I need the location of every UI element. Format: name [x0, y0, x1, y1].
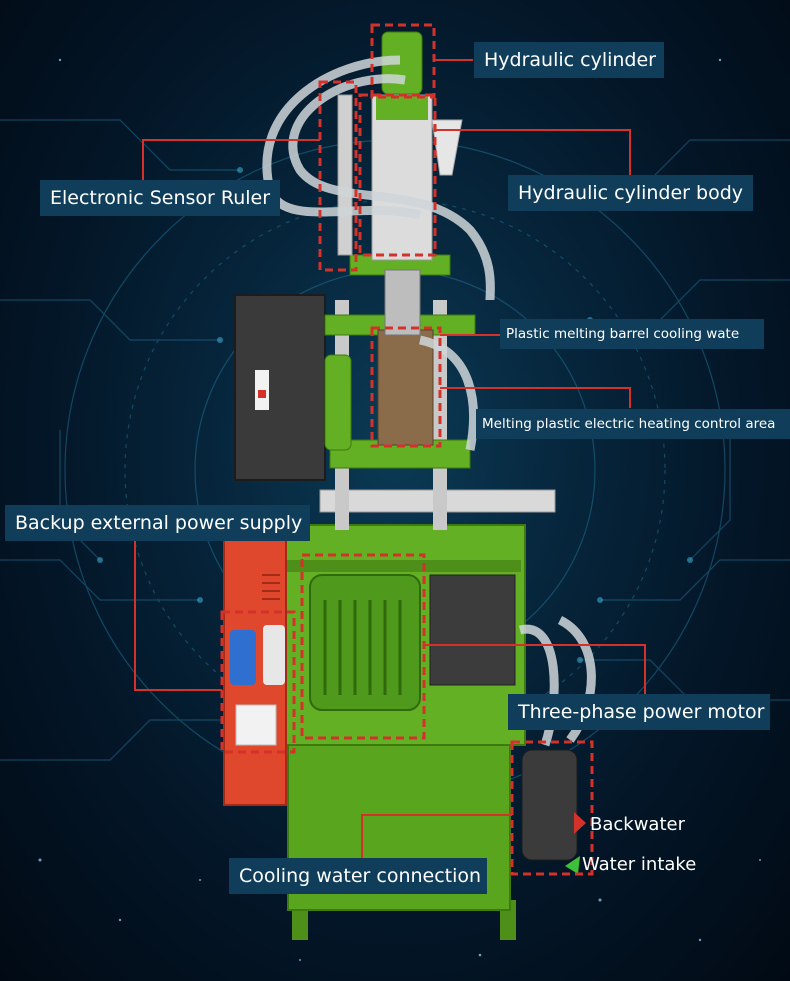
highlight-sensor-ruler [318, 80, 358, 272]
leader-cooling-water [361, 814, 512, 858]
highlight-heating-area [370, 326, 442, 448]
power-socket [235, 704, 277, 746]
water-intake-arrow-icon [565, 856, 580, 874]
material-hopper [431, 119, 463, 176]
highlight-power-supply [220, 610, 296, 754]
label-water-intake: Water intake [582, 854, 697, 875]
hydraulic-pump [429, 574, 516, 686]
leader-motor [424, 644, 646, 696]
three-phase-motor [309, 574, 421, 711]
sensor-ruler [337, 94, 353, 256]
power-plug-white [263, 625, 285, 685]
highlight-cylinder-body [358, 93, 437, 257]
injection-nozzle [384, 269, 421, 336]
power-plug-blue [230, 630, 256, 685]
label-barrel-cooling: Plastic melting barrel cooling wate [500, 319, 764, 349]
label-hydraulic-cylinder-body: Hydraulic cylinder body [508, 175, 753, 211]
heating-barrel [377, 329, 434, 446]
highlight-motor [300, 553, 426, 740]
label-electronic-sensor-ruler: Electronic Sensor Ruler [40, 180, 280, 216]
hydraulic-cylinder-body [371, 94, 433, 261]
leader-sensor-ruler [142, 139, 320, 183]
label-hydraulic-cylinder: Hydraulic cylinder [474, 42, 664, 78]
side-cylinder [324, 354, 352, 451]
leader-power-supply [134, 540, 222, 691]
backwater-arrow-icon [574, 812, 586, 834]
tie-bar-right [433, 300, 447, 530]
label-cooling-water-connection: Cooling water connection [229, 858, 487, 894]
label-three-phase-motor: Three-phase power motor [508, 694, 770, 730]
highlight-water-connection [510, 740, 594, 876]
label-backwater: Backwater [590, 814, 685, 835]
control-cabinet [234, 294, 326, 481]
water-connector [521, 749, 578, 861]
leader-cylinder-body [435, 129, 631, 175]
label-heating-control: Melting plastic electric heating control… [476, 409, 790, 439]
label-backup-power: Backup external power supply [5, 505, 310, 541]
leader-heating-control [440, 387, 631, 408]
